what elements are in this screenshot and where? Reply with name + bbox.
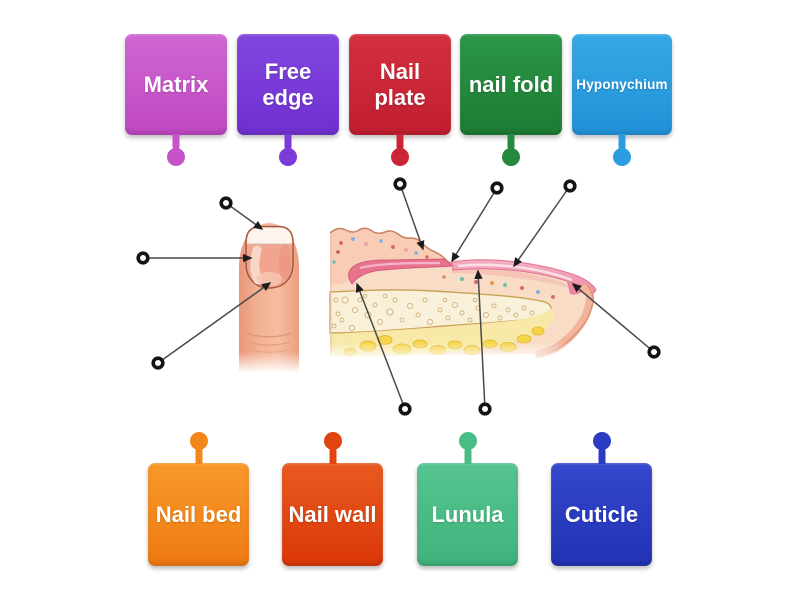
label-tile-text: Nail bed	[155, 501, 242, 527]
label-tile-text: Lunula	[431, 501, 504, 527]
label-tile-text: Matrix	[143, 71, 209, 97]
label-tile-matrix[interactable]: Matrix	[125, 34, 227, 166]
answer-point-7[interactable]	[398, 402, 412, 416]
label-tile-text: Hyponychium	[576, 76, 668, 92]
label-tile-text: Free edge	[262, 58, 314, 110]
tile-connector-stem	[598, 448, 605, 464]
label-tile-text: nail fold	[468, 71, 554, 97]
label-tile-free-edge[interactable]: Free edge	[237, 34, 339, 166]
tile-connector-stem	[195, 448, 202, 464]
answer-point-4[interactable]	[490, 181, 504, 195]
tile-connector-dot	[502, 148, 520, 166]
label-tile-hyponychium[interactable]: Hyponychium	[572, 34, 672, 166]
answer-point-6[interactable]	[647, 345, 661, 359]
label-tile-lunula[interactable]: Lunula	[417, 432, 518, 566]
tile-connector-stem	[507, 134, 515, 150]
label-tile-cuticle[interactable]: Cuticle	[551, 432, 652, 566]
tile-connector-dot	[279, 148, 297, 166]
tile-connector-dot	[613, 148, 631, 166]
tile-connector-stem	[172, 134, 180, 150]
answer-point-line	[157, 282, 272, 364]
tile-connector-stem	[284, 134, 292, 150]
answer-point-8[interactable]	[478, 402, 492, 416]
tile-connector-stem	[329, 448, 336, 464]
label-tile-text: Nail plate	[374, 58, 426, 110]
answer-point-line	[571, 283, 655, 353]
fingertip-top-view-illustration	[234, 223, 304, 380]
label-tile-text: Cuticle	[564, 501, 639, 527]
answer-point-line	[513, 185, 571, 268]
nail-cross-section-illustration	[324, 227, 618, 368]
tile-connector-dot	[458, 432, 477, 450]
answer-point-3[interactable]	[393, 177, 407, 191]
answer-point-5[interactable]	[563, 179, 577, 193]
nailbed-specks	[442, 275, 555, 299]
label-points-layer	[136, 177, 661, 416]
skin-specks	[332, 237, 429, 264]
tile-connector-dot	[189, 432, 208, 450]
label-tile-nail-wall[interactable]: Nail wall	[282, 432, 383, 566]
answer-point-line	[399, 183, 425, 251]
tile-connector-dot	[592, 432, 611, 450]
answer-point-line	[474, 269, 486, 410]
answer-point-line	[225, 202, 264, 230]
answer-point-2[interactable]	[151, 356, 165, 370]
answer-point-line	[451, 187, 498, 263]
label-tile-nail-fold[interactable]: nail fold	[460, 34, 562, 166]
tile-connector-stem	[464, 448, 471, 464]
tile-connector-stem	[396, 134, 404, 150]
tile-connector-stem	[618, 134, 626, 150]
answer-point-1[interactable]	[136, 251, 150, 265]
tile-connector-dot	[391, 148, 409, 166]
tile-connector-dot	[323, 432, 342, 450]
answer-point-0[interactable]	[219, 196, 233, 210]
tile-connector-dot	[167, 148, 185, 166]
answer-point-line	[355, 282, 406, 410]
label-tile-nail-plate[interactable]: Nail plate	[349, 34, 451, 166]
label-tile-text: Nail wall	[288, 501, 377, 527]
label-tile-nail-bed[interactable]: Nail bed	[148, 432, 249, 566]
